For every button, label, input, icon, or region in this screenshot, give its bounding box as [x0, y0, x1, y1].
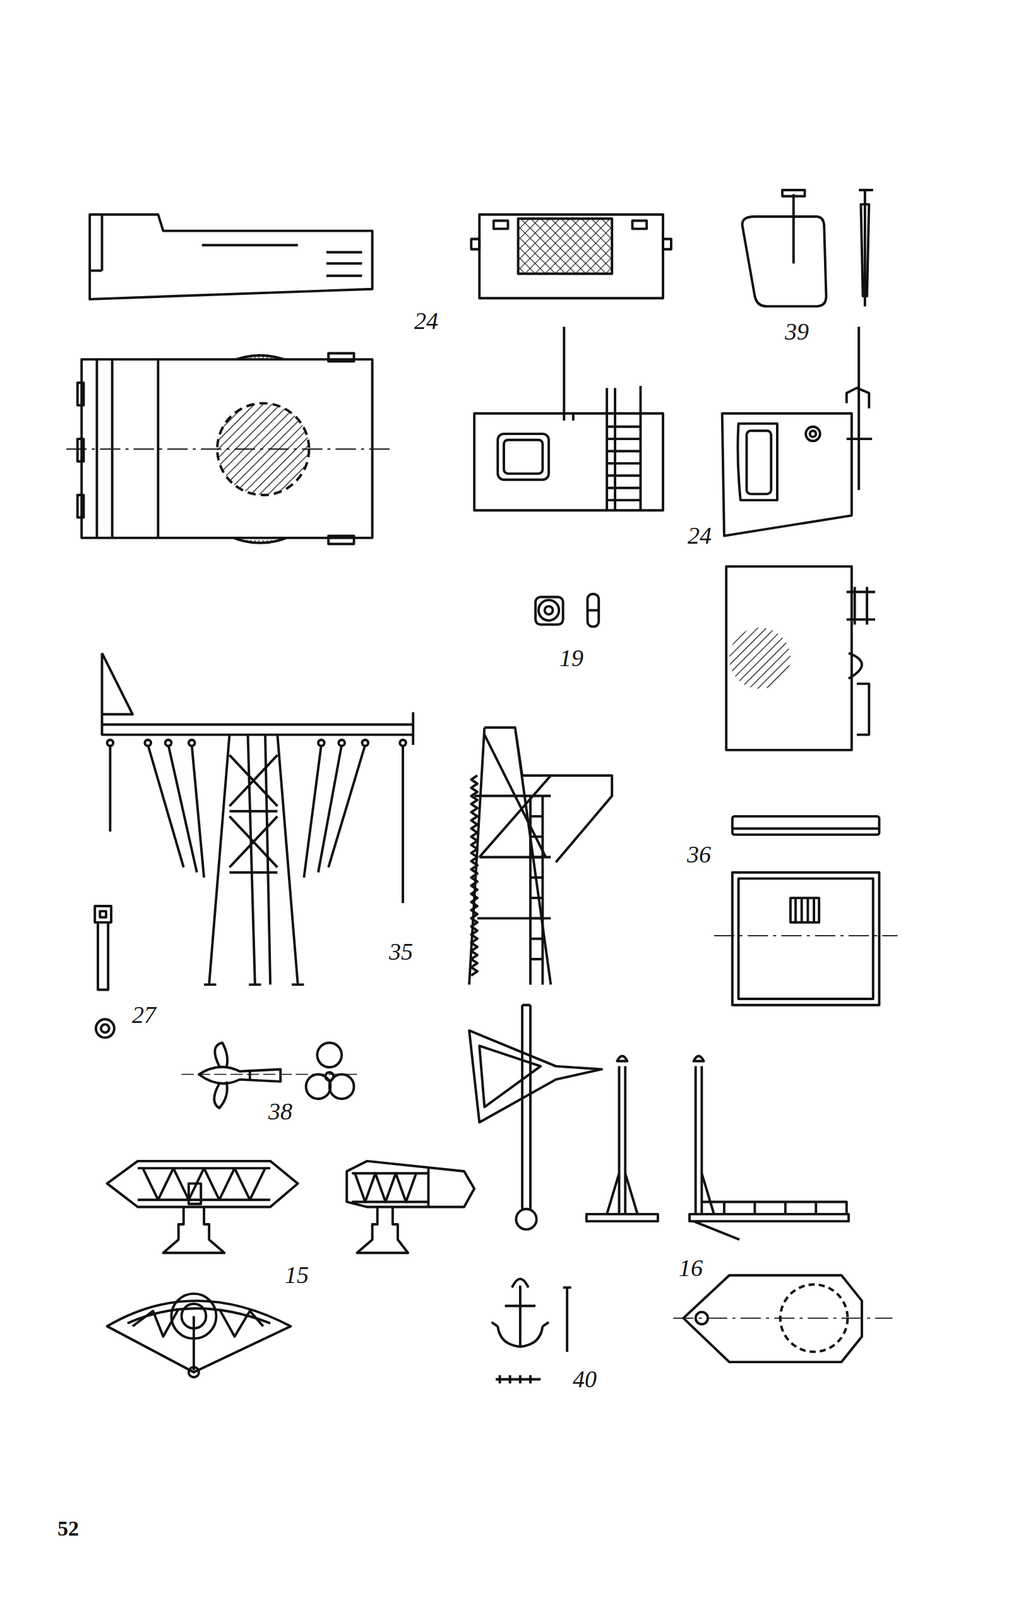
callout-number: 15: [283, 1262, 311, 1287]
callout-number: 27: [130, 1002, 158, 1027]
callout-number: 24: [412, 308, 440, 333]
callout-number: 39: [783, 319, 811, 344]
callout-number: 16: [677, 1255, 705, 1280]
callout-number: 40: [571, 1367, 598, 1392]
page-number: 52: [56, 1517, 81, 1540]
callout-number: 36: [685, 842, 713, 867]
callout-number: 35: [387, 939, 415, 964]
callout-number: 38: [267, 1099, 294, 1124]
callout-number: 24: [686, 523, 713, 548]
callout-number: 19: [558, 645, 585, 670]
